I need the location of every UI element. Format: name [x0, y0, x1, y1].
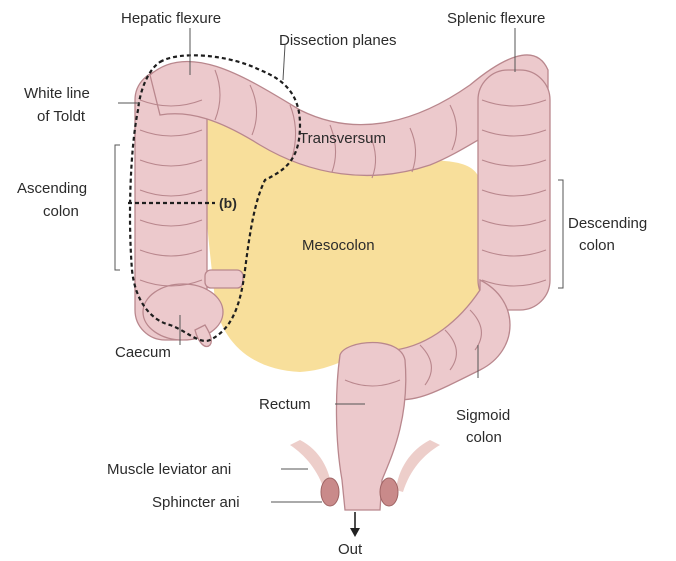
label-mesocolon: Mesocolon: [302, 237, 375, 254]
label-white-line-1: White line: [24, 85, 90, 102]
label-descending-1: Descending: [568, 215, 647, 232]
label-marker-b: (b): [219, 195, 237, 211]
label-descending-2: colon: [579, 237, 615, 254]
label-sigmoid-2: colon: [466, 429, 502, 446]
label-splenic-flexure: Splenic flexure: [447, 10, 545, 27]
out-arrow-icon: [350, 528, 360, 537]
label-white-line-2: of Toldt: [37, 108, 86, 125]
label-dissection-planes: Dissection planes: [279, 32, 397, 49]
label-ascending-2: colon: [43, 203, 79, 220]
label-caecum: Caecum: [115, 344, 171, 361]
label-rectum: Rectum: [259, 396, 311, 413]
label-sigmoid-1: Sigmoid: [456, 407, 510, 424]
label-sphincter-ani: Sphincter ani: [152, 494, 240, 511]
label-hepatic-flexure: Hepatic flexure: [121, 10, 221, 27]
label-out: Out: [338, 541, 363, 558]
label-transversum: Transversum: [299, 130, 386, 147]
label-muscle-leviator-ani: Muscle leviator ani: [107, 461, 231, 478]
label-ascending-1: Ascending: [17, 180, 87, 197]
